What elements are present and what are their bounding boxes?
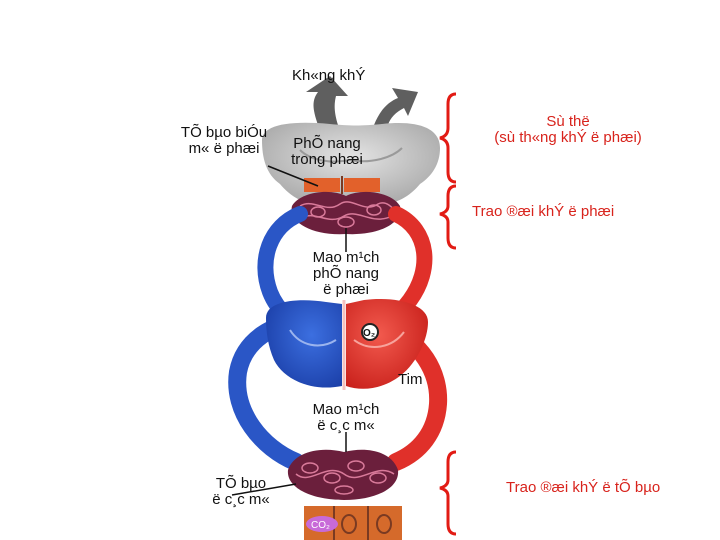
tissue-capillary-label: Mao m¹ch ë c¸c m« — [296, 402, 396, 434]
svg-text:O₂: O₂ — [363, 328, 375, 339]
ventilation-line1: Sù thë — [546, 113, 590, 130]
air-label: Kh«ng khÝ — [292, 67, 366, 84]
alveolar-capillary-label: Mao m¹ch phÕ nang ë phæi — [296, 250, 396, 298]
alveoli-line2: trong phæi — [291, 151, 363, 168]
air-flow-arrows — [306, 76, 418, 125]
tissue-capillary-line2: ë c¸c m« — [317, 417, 375, 434]
lung — [262, 122, 440, 208]
tissue-capillary-line1: Mao m¹ch — [312, 401, 380, 418]
heart-label: Tim — [398, 371, 423, 388]
bracket-lung-exchange — [439, 184, 457, 250]
heart — [266, 298, 428, 390]
lung-epithelial-cell-line1: TÕ bµo biÓu — [180, 124, 268, 141]
co2-bubble — [306, 516, 338, 532]
lung-gas-exchange-label: Trao ®æi khÝ ë phæi — [472, 203, 615, 220]
ventilation-label: Sù thë (sù th«ng khÝ ë phæi) — [470, 114, 666, 146]
alveoli-label: PhÕ nang trong phæi — [282, 136, 372, 168]
alveoli-line1: PhÕ nang — [293, 135, 361, 152]
alveolar-capillary-line1: Mao m¹ch — [312, 249, 380, 266]
bracket-ventilation — [439, 92, 457, 184]
alveolus-right — [344, 178, 380, 192]
lung-epithelial-cell-label: TÕ bµo biÓu m« ë phæi — [172, 125, 276, 157]
ventilation-line2: (sù th«ng khÝ ë phæi) — [494, 129, 642, 146]
tissue-gas-exchange-label: Trao ®æi khÝ ë tÕ bµo — [506, 479, 661, 496]
tissue-cell-label: TÕ bµo ë c¸c m« — [196, 476, 286, 508]
systemic-capillary-bed — [287, 449, 399, 500]
leader-lines — [231, 165, 347, 496]
tissue-cell-line2: ë c¸c m« — [212, 491, 270, 508]
alveolar-capillary-line3: ë phæi — [323, 281, 369, 298]
lung-epithelial-cell-line2: m« ë phæi — [188, 140, 260, 157]
tissue-cells: CO₂ — [304, 506, 402, 540]
pulmonary-capillary-bed — [291, 191, 401, 235]
brackets — [439, 92, 457, 536]
o2-marker: O₂ — [361, 323, 379, 341]
alveolar-capillary-line2: phÕ nang — [313, 265, 379, 282]
bracket-tissue-exchange — [439, 450, 457, 536]
alveolus-left — [304, 178, 340, 192]
svg-text:CO₂: CO₂ — [311, 520, 330, 531]
tissue-cell-line1: TÕ bµo — [215, 475, 267, 492]
